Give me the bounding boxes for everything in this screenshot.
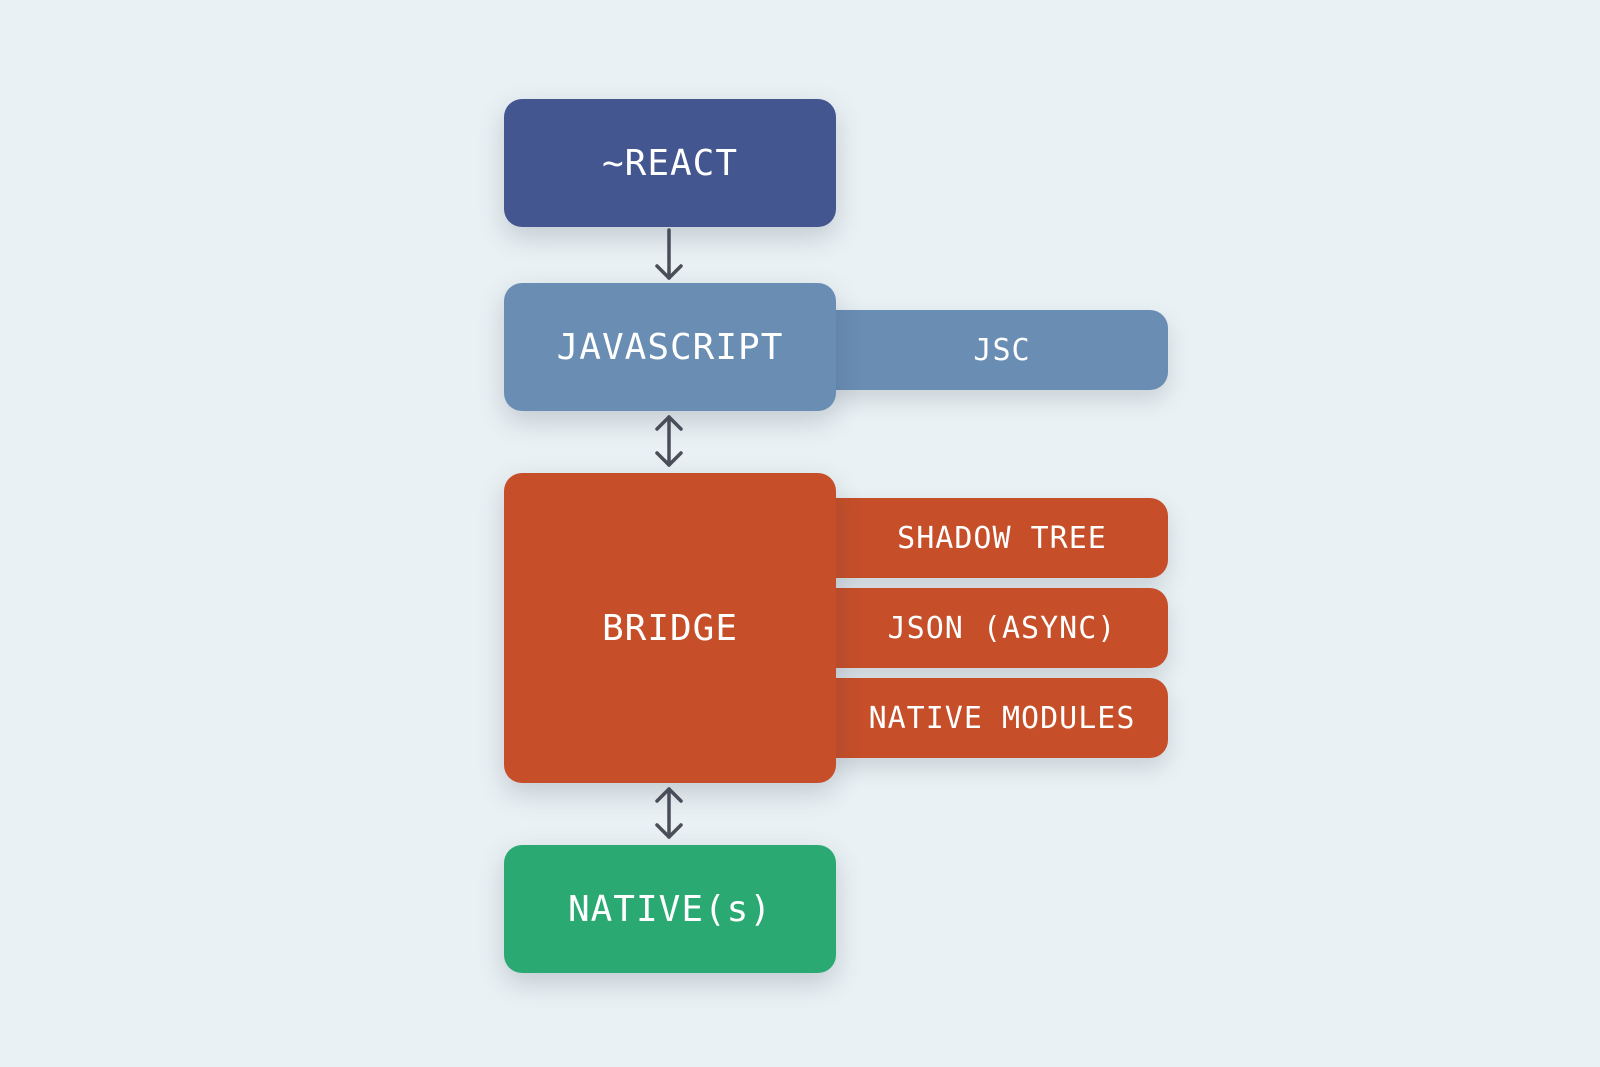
jsc-label: JSC bbox=[973, 332, 1031, 368]
javascript-layer-label: JAVASCRIPT bbox=[556, 326, 784, 368]
json-async-panel: JSON (ASYNC) bbox=[826, 588, 1168, 668]
react-layer-label: ~REACT bbox=[601, 142, 739, 184]
native-modules-panel: NATIVE MODULES bbox=[826, 678, 1168, 758]
arrow-up-down-icon bbox=[652, 413, 686, 469]
bridge-layer-box: BRIDGE bbox=[504, 473, 836, 783]
react-layer-box: ~REACT bbox=[504, 99, 836, 227]
native-layer-box: NATIVE(s) bbox=[504, 845, 836, 973]
arrow-down-icon bbox=[652, 228, 686, 282]
arrow-up-down-icon bbox=[652, 785, 686, 841]
json-async-label: JSON (ASYNC) bbox=[887, 610, 1117, 646]
shadow-tree-panel: SHADOW TREE bbox=[826, 498, 1168, 578]
bridge-layer-label: BRIDGE bbox=[601, 607, 739, 649]
native-layer-label: NATIVE(s) bbox=[567, 888, 773, 930]
jsc-panel: JSC bbox=[826, 310, 1168, 390]
javascript-layer-box: JAVASCRIPT bbox=[504, 283, 836, 411]
native-modules-label: NATIVE MODULES bbox=[868, 700, 1136, 736]
shadow-tree-label: SHADOW TREE bbox=[897, 520, 1107, 556]
